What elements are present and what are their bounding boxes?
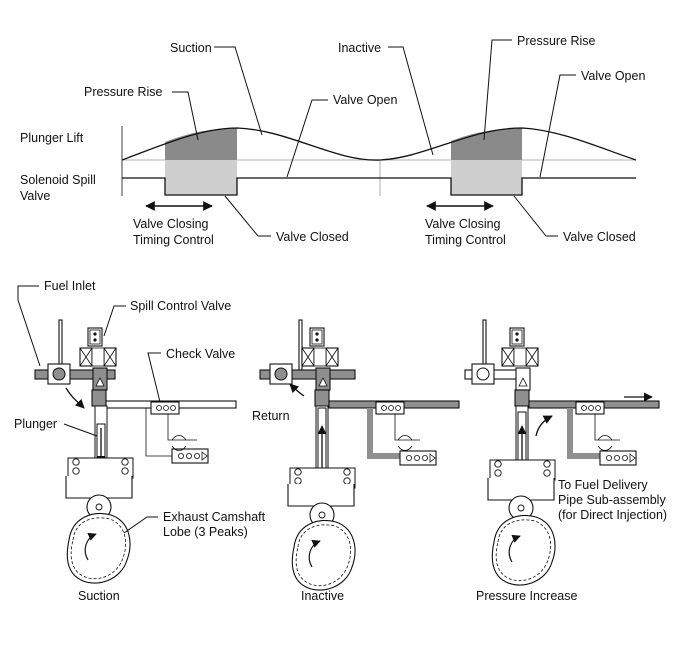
delivery-callout-line3: (for Direct Injection) (558, 508, 667, 522)
pressure-chamber (91, 389, 107, 407)
spill-control-valve-leader (103, 305, 126, 337)
return-flow-arrow (289, 383, 305, 397)
damper-chamber (52, 367, 66, 381)
pressure-rise-leader-right (483, 39, 512, 141)
check-valve-leader (147, 352, 161, 403)
exhaust-cam-lobe (66, 513, 131, 584)
pressure-rise-callout-left: Pressure Rise (84, 85, 163, 99)
spill-valve-seat (318, 377, 328, 387)
valve-closed-region-right (451, 160, 522, 195)
roller-pin (95, 503, 103, 511)
delivery-callout-line2: Pipe Sub-assembly (558, 493, 666, 507)
spill-control-valve-callout: Spill Control Valve (130, 299, 231, 313)
check-valve-bypass (567, 408, 605, 459)
check-valve-upper (575, 401, 605, 415)
check-valve-upper (375, 401, 405, 415)
pressure-chamber (514, 389, 530, 407)
cam-rotation-arrow (508, 534, 521, 563)
suction-flow-arrow (65, 387, 85, 409)
check-valve-return-line (167, 414, 197, 441)
valve-open-callout-left: Valve Open (333, 93, 397, 107)
pressure-rise-callout-right: Pressure Rise (517, 34, 596, 48)
solenoid-valve-trace (122, 177, 636, 196)
solenoid-label-line2: Valve (20, 189, 50, 203)
relief-valve (397, 435, 413, 451)
pressure-chamber (314, 389, 330, 407)
pump-stage-suction: Fuel Inlet Spill Control Valve Check Val… (14, 279, 266, 603)
timing-control-right-line2: Timing Control (425, 233, 506, 247)
cam-rotation-arrow (308, 539, 321, 568)
solenoid-label-line1: Solenoid Spill (20, 173, 96, 187)
timing-control-right-line1: Valve Closing (425, 217, 501, 231)
timing-control-left-line1: Valve Closing (133, 217, 209, 231)
timing-control-left-line2: Timing Control (133, 233, 214, 247)
cam-callout-line1: Exhaust Camshaft (163, 510, 266, 524)
damper-chamber (476, 367, 490, 381)
cam-callout-line2: Lobe (3 Peaks) (163, 525, 248, 539)
timing-chart: Plunger Lift Solenoid Spill Valve Suctio… (20, 34, 645, 247)
plunger-lift-curve (121, 127, 637, 161)
plunger-lift-label: Plunger Lift (20, 131, 84, 145)
valve-closed-callout-right: Valve Closed (563, 230, 636, 244)
delivery-callout-line1: To Fuel Delivery (558, 478, 648, 492)
stage-caption-pressure-increase: Pressure Increase (476, 589, 577, 603)
valve-open-leader-right (539, 74, 576, 178)
valve-closed-leader-left (224, 195, 271, 237)
relief-valve (597, 435, 613, 451)
exhaust-cam-lobe (491, 515, 556, 586)
check-valve-upper (150, 401, 180, 415)
pump-stage-pressure-increase: To Fuel Delivery Pipe Sub-assembly (for … (464, 319, 667, 603)
roller-pin (517, 504, 525, 512)
suction-leader (214, 46, 263, 136)
spill-valve-seat (95, 377, 105, 387)
inlet-passage (259, 369, 356, 380)
stage-caption-inactive: Inactive (301, 589, 344, 603)
exhaust-cam-lobe (291, 520, 356, 591)
check-valve-bypass (367, 408, 405, 459)
spill-valve-seat (518, 377, 528, 387)
stage-caption-suction: Suction (78, 589, 120, 603)
fuel-inlet-callout: Fuel Inlet (44, 279, 96, 293)
check-valve-callout: Check Valve (166, 347, 235, 361)
spill-control-valve-solenoid (301, 327, 339, 367)
inactive-callout: Inactive (338, 41, 381, 55)
damper-chamber (274, 367, 288, 381)
roller-pin (318, 511, 326, 519)
spill-control-valve-solenoid (79, 327, 117, 367)
valve-open-callout-right: Valve Open (581, 69, 645, 83)
check-valve-lower (171, 448, 209, 464)
check-valve-lower (599, 450, 637, 466)
pressure-flow-arrow (535, 415, 553, 437)
valve-closed-leader-right (513, 195, 558, 237)
inlet-passage (34, 369, 116, 380)
relief-valve (171, 435, 187, 451)
suction-callout: Suction (170, 41, 212, 55)
pump-stage-inactive: Return Inactive (252, 319, 460, 603)
fuel-inlet-leader (17, 285, 41, 367)
pressure-rise-leader-left (172, 91, 199, 141)
valve-closed-callout-left: Valve Closed (276, 230, 349, 244)
cam-leader (123, 516, 158, 534)
check-valve-lower (399, 450, 437, 466)
inactive-leader (388, 46, 434, 156)
plunger-callout: Plunger (14, 417, 57, 431)
return-callout: Return (252, 409, 290, 423)
valve-open-leader-left (286, 99, 328, 178)
cam-rotation-arrow (84, 532, 97, 561)
valve-closed-region-left (165, 160, 237, 195)
spill-control-valve-solenoid (501, 327, 539, 367)
plunger-leader (63, 423, 98, 437)
